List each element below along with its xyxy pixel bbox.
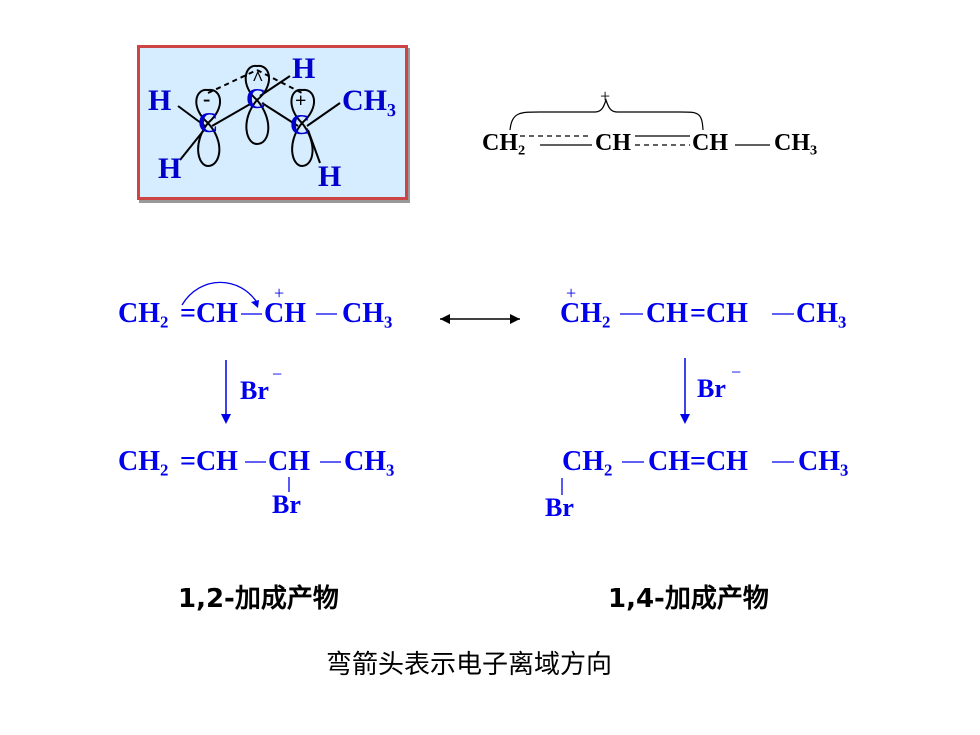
resonance-left-charge: + bbox=[274, 283, 285, 303]
allyl-charge: + bbox=[600, 86, 611, 106]
product-left-atom-3: CH bbox=[268, 446, 310, 477]
atom-h-bottom-left: H bbox=[158, 152, 182, 185]
resonance-right-atom-1: CH₂ bbox=[560, 298, 611, 329]
product-right-atom-2: CH bbox=[648, 446, 690, 477]
resonance-left-atom-2: =CH bbox=[180, 298, 238, 329]
product-right-atom-4: CH₃ bbox=[798, 446, 849, 477]
resonance-right-atom-2: CH bbox=[646, 298, 688, 329]
product-left-substituent: Br bbox=[272, 490, 301, 519]
charge-minus: - bbox=[203, 86, 211, 111]
delocalization-note: 弯箭头表示电子离域方向 bbox=[326, 650, 613, 680]
atom-h-left: H bbox=[148, 84, 172, 117]
atom-ch3: CH₃ bbox=[342, 84, 396, 117]
charge-plus: + bbox=[295, 90, 307, 112]
reagent-left: Br bbox=[240, 376, 269, 405]
atom-h-bottom-right: H bbox=[318, 160, 342, 193]
reagent-left-charge: − bbox=[272, 364, 283, 384]
resonance-left-atom-1: CH₂ bbox=[118, 298, 169, 329]
caption-12-addition: 1,2-加成产物 bbox=[178, 584, 339, 614]
caption-14-addition: 1,4-加成产物 bbox=[608, 584, 769, 614]
reagent-right-charge: − bbox=[731, 362, 742, 382]
atom-h-top: H bbox=[292, 52, 316, 85]
allyl-atom-4: CH₃ bbox=[774, 130, 818, 156]
product-left-atom-2: =CH bbox=[180, 446, 238, 477]
resonance-right-atom-4: CH₃ bbox=[796, 298, 847, 329]
resonance-right-charge: + bbox=[566, 283, 577, 303]
charge-hat: ^ bbox=[252, 68, 264, 90]
allyl-atom-1: CH₂ bbox=[482, 130, 526, 156]
product-right-atom-1: CH₂ bbox=[562, 446, 613, 477]
resonance-right-atom-3: =CH bbox=[690, 298, 748, 329]
atom-c1: C bbox=[198, 108, 219, 139]
allyl-atom-2: CH bbox=[595, 130, 631, 156]
reagent-right: Br bbox=[697, 374, 726, 403]
product-right-atom-3: =CH bbox=[690, 446, 748, 477]
atom-c3: C bbox=[290, 110, 311, 141]
resonance-left-atom-4: CH₃ bbox=[342, 298, 393, 329]
allyl-atom-3: CH bbox=[692, 130, 728, 156]
orbital-box: H H H H C C C CH₃ - ^ + bbox=[137, 45, 408, 200]
orbital-lobes bbox=[177, 64, 341, 168]
product-left-atom-4: CH₃ bbox=[344, 446, 395, 477]
resonance-left-atom-3: CH bbox=[264, 298, 306, 329]
atom-c2: C bbox=[246, 84, 267, 115]
product-left-atom-1: CH₂ bbox=[118, 446, 169, 477]
product-right-substituent: Br bbox=[545, 493, 574, 522]
